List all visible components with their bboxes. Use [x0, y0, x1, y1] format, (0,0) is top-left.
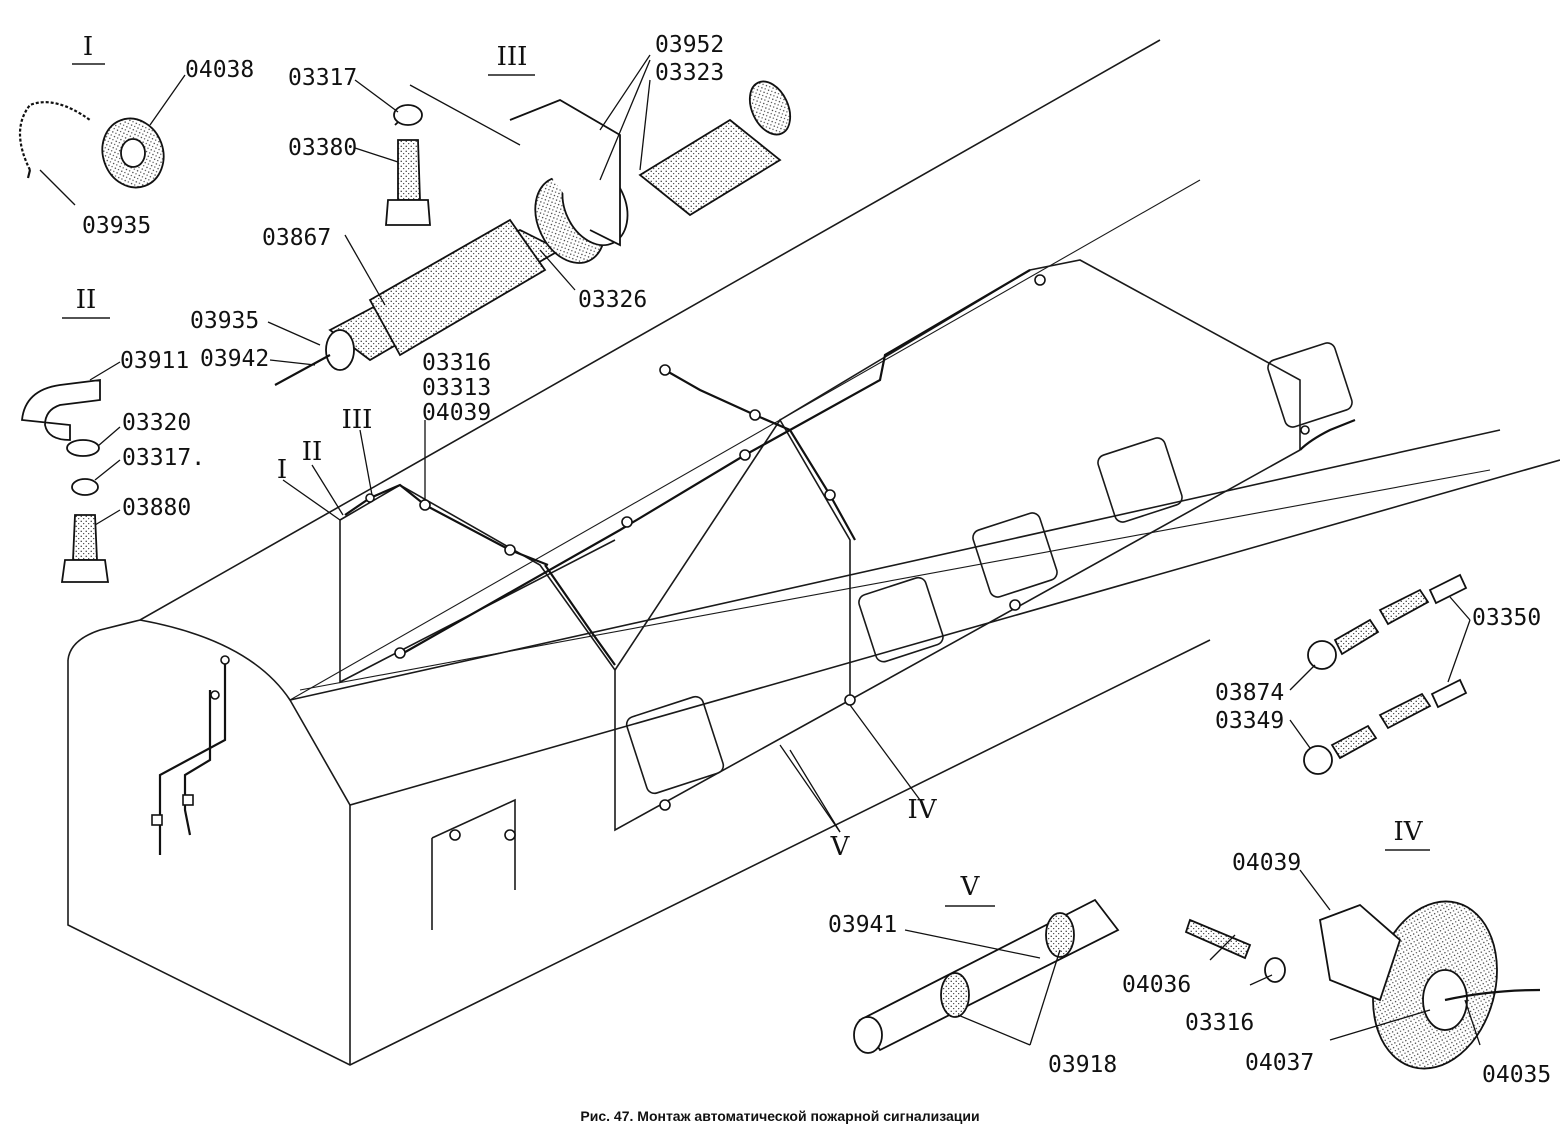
label-04039-top: 04039 [422, 400, 491, 426]
part-labels: 04038 03935 03317 03380 03952 03323 0386… [82, 32, 1551, 1088]
label-04037: 04037 [1245, 1050, 1314, 1076]
label-03349: 03349 [1215, 708, 1284, 734]
label-03317-view-iii: 03317 [288, 65, 357, 91]
terminal-leads [1303, 573, 1468, 775]
view-i-parts [19, 101, 165, 189]
view-iv-sensor [1184, 900, 1541, 1070]
callout-v: V [830, 832, 851, 862]
view-heading-i: I [83, 32, 93, 62]
label-03313: 03313 [422, 375, 491, 401]
label-03935-view-i: 03935 [82, 213, 151, 239]
label-03880: 03880 [122, 495, 191, 521]
callout-markers: I II III IV V [277, 405, 938, 862]
label-03320: 03320 [122, 410, 191, 436]
label-03942: 03942 [200, 346, 269, 372]
view-heading-ii: II [76, 285, 97, 315]
label-03323: 03323 [655, 60, 724, 86]
label-03350: 03350 [1472, 605, 1541, 631]
label-03941: 03941 [828, 912, 897, 938]
label-03935-view-iii: 03935 [190, 308, 259, 334]
callout-ii: II [302, 437, 323, 467]
callout-iv: IV [907, 795, 937, 825]
label-03380: 03380 [288, 135, 357, 161]
view-headings: I II III IV V [62, 32, 1430, 907]
callout-iii: III [342, 405, 373, 435]
leader-lines [39, 54, 1481, 1046]
label-03867: 03867 [262, 225, 331, 251]
label-03316-top: 03316 [422, 350, 491, 376]
label-03326: 03326 [578, 287, 647, 313]
view-iii-sensor [274, 80, 792, 386]
label-04036: 04036 [1122, 972, 1191, 998]
callout-i: I [277, 455, 287, 485]
label-03316-view-iv: 03316 [1185, 1010, 1254, 1036]
label-04035: 04035 [1482, 1062, 1551, 1088]
view-ii-parts [21, 378, 110, 583]
wiring-harness [151, 269, 1356, 855]
label-03918: 03918 [1048, 1052, 1117, 1078]
label-03952: 03952 [655, 32, 724, 58]
view-heading-iii: III [497, 42, 528, 72]
roof-panels [339, 259, 1353, 832]
view-heading-v: V [960, 872, 981, 902]
figure-caption: Рис. 47. Монтаж автоматической пожарной … [580, 1108, 980, 1124]
label-04039-view-iv: 04039 [1232, 850, 1301, 876]
car-body [67, 39, 1560, 1066]
view-heading-iv: IV [1393, 817, 1423, 847]
view-v-sensor [853, 898, 1120, 1054]
label-03911: 03911 [120, 348, 189, 374]
label-03317-view-ii: 03317. [122, 445, 205, 471]
label-04038: 04038 [185, 57, 254, 83]
label-03874: 03874 [1215, 680, 1284, 706]
